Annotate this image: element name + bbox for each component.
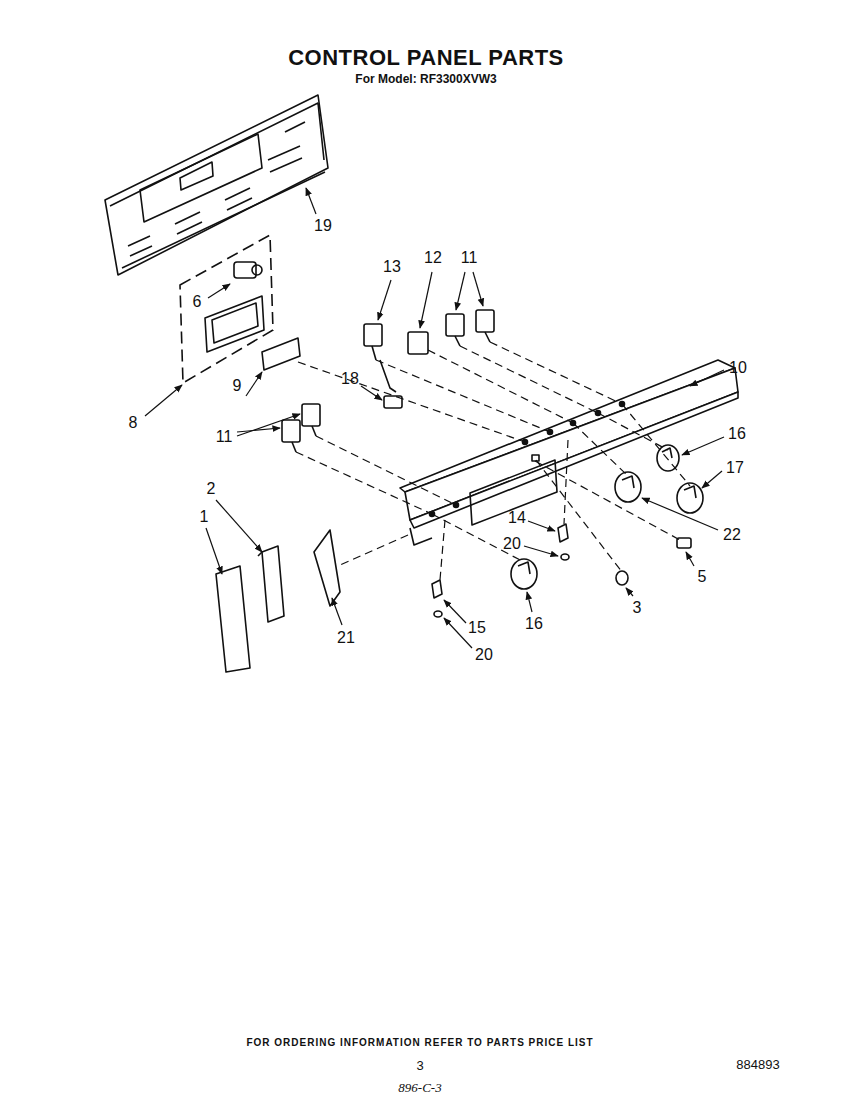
callout-number: 17 [726, 459, 744, 477]
control-panel [400, 360, 738, 545]
callout-number: 16 [525, 615, 543, 633]
alignment-line [296, 342, 690, 580]
callout-number: 12 [424, 249, 442, 267]
timer-window [205, 296, 264, 352]
lens [262, 338, 300, 370]
callout-number: 13 [383, 258, 401, 276]
callout-number: 11 [461, 249, 478, 267]
callout-number: 10 [729, 359, 747, 377]
callout-number: 9 [233, 377, 242, 395]
document-number: 884893 [736, 1058, 779, 1072]
callout-number: 3 [633, 599, 642, 617]
callout-number: 21 [337, 629, 355, 647]
callout-number: 1 [200, 508, 209, 526]
callout-number: 20 [503, 535, 521, 553]
callout-number: 22 [723, 526, 741, 544]
bracket [216, 530, 340, 672]
model-number: For Model: RF3300XVW3 [355, 73, 496, 86]
callout-number: 2 [207, 480, 216, 498]
clock [234, 262, 262, 278]
callout-number: 19 [314, 217, 332, 235]
page-number: 3 [416, 1059, 423, 1073]
handwritten-code: 896-C-3 [398, 1081, 441, 1095]
back-panel [105, 95, 328, 275]
diagram-title: CONTROL PANEL PARTS [288, 46, 564, 70]
callout-number: 8 [129, 414, 138, 432]
clip [432, 524, 569, 617]
footer-note: FOR ORDERING INFORMATION REFER TO PARTS … [246, 1037, 593, 1048]
callout-number: 14 [508, 509, 526, 527]
assembly-group [180, 235, 273, 383]
leader-line [145, 188, 724, 648]
callout-number: 18 [341, 370, 359, 388]
callout-number: 11 [216, 428, 233, 446]
callout-number: 5 [698, 568, 707, 586]
callout-number: 6 [193, 293, 202, 311]
callout-number: 15 [468, 619, 486, 637]
callout-number: 16 [728, 425, 746, 443]
switch [282, 310, 494, 452]
callout-number: 20 [475, 646, 493, 664]
